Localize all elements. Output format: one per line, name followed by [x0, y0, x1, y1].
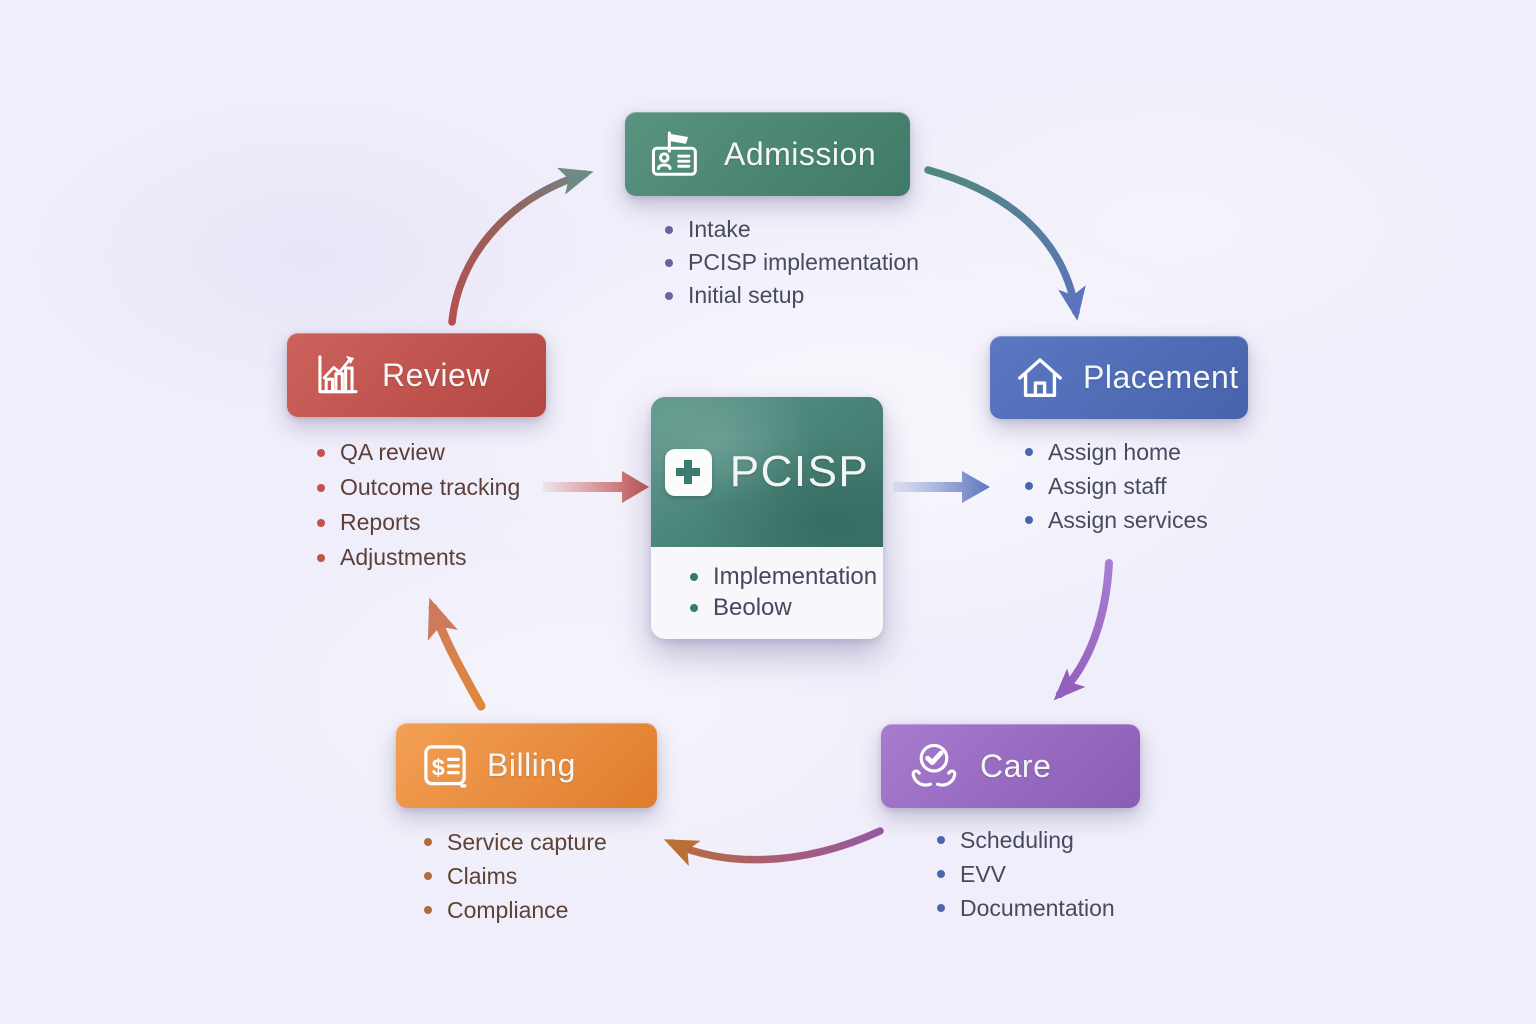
list-item: Assign services: [1022, 503, 1208, 537]
list-item: Initial setup: [662, 279, 919, 312]
list-item: Intake: [662, 213, 919, 246]
node-placement-label: Placement: [1083, 359, 1239, 395]
bar-chart-trend-icon: [318, 355, 358, 394]
list-item: Compliance: [421, 893, 607, 927]
care-detail-list: Scheduling EVV Documentation: [934, 823, 1115, 925]
node-placement: Placement: [990, 336, 1248, 419]
arrow-review-to-admission: [448, 167, 594, 326]
arrow-placement-to-care: [1053, 559, 1113, 701]
admission-detail-list: Intake PCISP implementation Initial setu…: [662, 213, 919, 312]
list-item: Claims: [421, 859, 607, 893]
arrow-billing-to-review: [427, 597, 486, 711]
arrow-pcisp-to-placement: [893, 471, 990, 503]
id-badge-flag-icon: [651, 131, 697, 176]
list-item: Adjustments: [314, 540, 520, 575]
node-care-label: Care: [980, 747, 1052, 784]
arrow-admission-to-placement: [924, 166, 1086, 321]
arrow-care-to-billing: [663, 827, 884, 867]
house-icon: [1018, 357, 1062, 397]
invoice-dollar-icon: $: [424, 744, 467, 787]
list-item: Reports: [314, 505, 520, 540]
arrow-review-to-pcisp: [543, 471, 649, 503]
node-care: Care: [881, 724, 1140, 808]
node-review: Review: [287, 333, 546, 417]
node-billing-label: Billing: [487, 747, 576, 783]
dollar-glyph: $: [432, 754, 445, 780]
pcisp-detail-list: Implementation Beolow: [687, 561, 877, 623]
list-item: Beolow: [687, 592, 877, 623]
list-item: Assign home: [1022, 435, 1208, 469]
node-pcisp-center: PCISP Implementation Beolow: [651, 397, 883, 639]
review-detail-list: QA review Outcome tracking Reports Adjus…: [314, 435, 520, 575]
pcisp-title: PCISP: [729, 447, 870, 496]
billing-detail-list: Service capture Claims Compliance: [421, 825, 607, 927]
pcisp-header: PCISP: [651, 397, 883, 547]
node-review-label: Review: [382, 356, 490, 393]
list-item: EVV: [934, 857, 1115, 891]
list-item: QA review: [314, 435, 520, 470]
node-admission: Admission: [625, 112, 910, 196]
list-item: Outcome tracking: [314, 470, 520, 505]
list-item: Documentation: [934, 891, 1115, 925]
plus-icon: [664, 448, 712, 496]
list-item: Assign staff: [1022, 469, 1208, 503]
list-item: Scheduling: [934, 823, 1115, 857]
list-item: PCISP implementation: [662, 246, 919, 279]
list-item: Service capture: [421, 825, 607, 859]
hands-heart-check-icon: [911, 743, 957, 787]
placement-detail-list: Assign home Assign staff Assign services: [1022, 435, 1208, 537]
node-billing: $ Billing: [396, 723, 657, 808]
list-item: Implementation: [687, 561, 877, 592]
node-admission-label: Admission: [724, 135, 877, 172]
